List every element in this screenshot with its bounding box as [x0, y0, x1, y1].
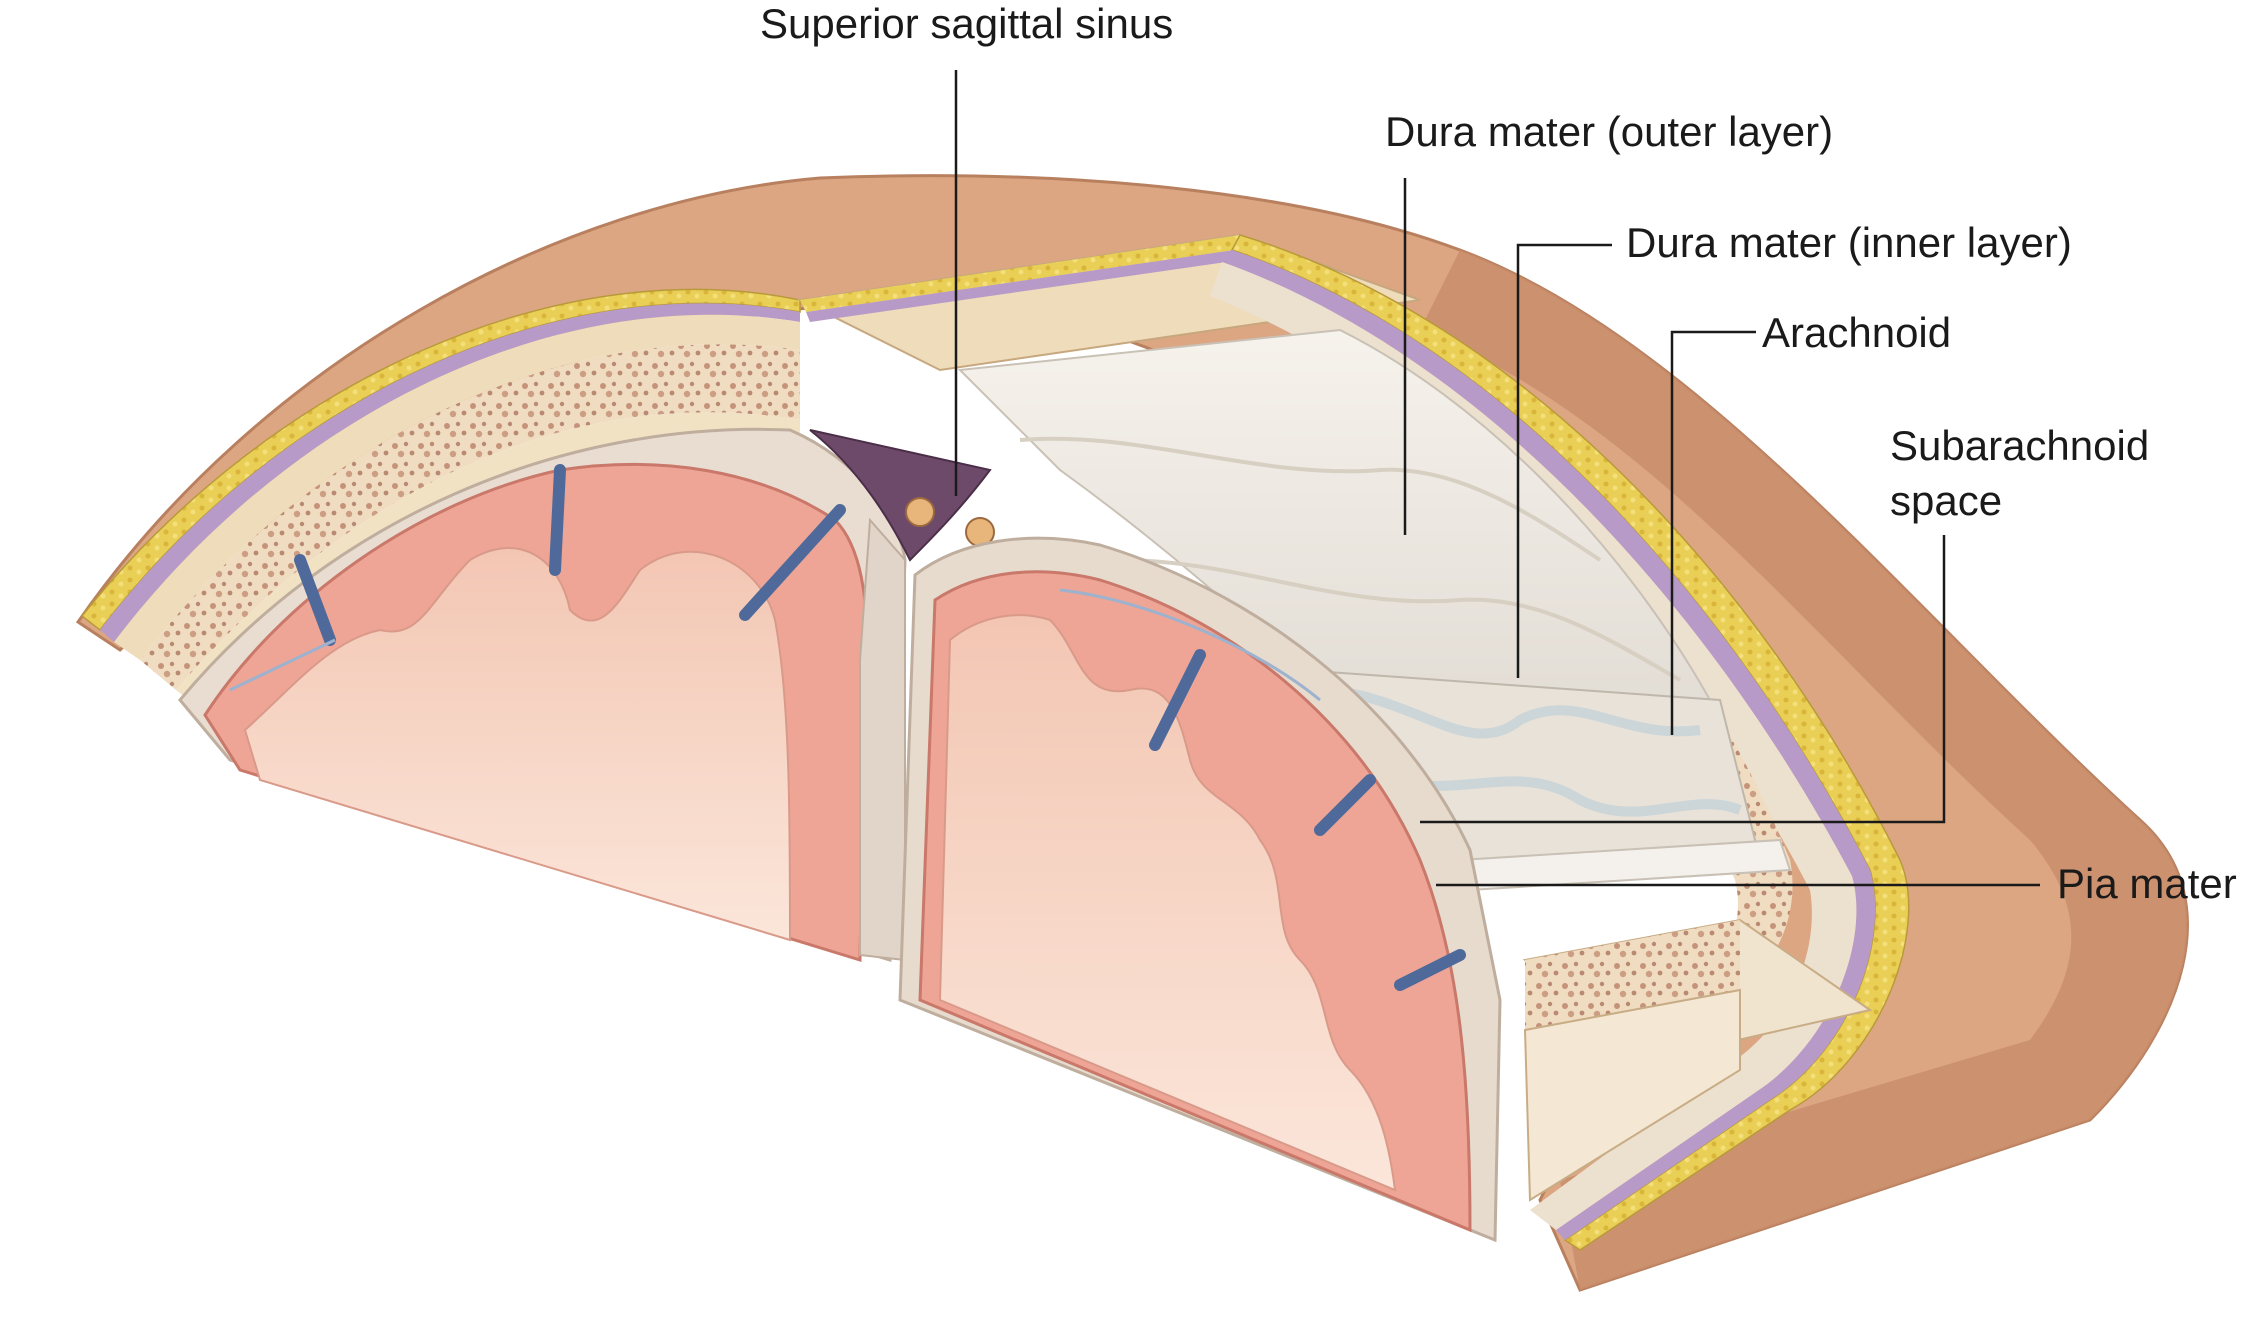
label-arachnoid: Arachnoid — [1762, 309, 1951, 356]
left-hemisphere — [178, 427, 907, 963]
label-subarachnoid-line2: space — [1890, 477, 2002, 524]
labels: Superior sagittal sinus Dura mater (oute… — [760, 0, 2237, 907]
label-pia-mater: Pia mater — [2057, 860, 2237, 907]
label-dura-outer: Dura mater (outer layer) — [1385, 108, 1833, 155]
superior-sagittal-sinus — [809, 429, 995, 562]
label-superior-sagittal-sinus: Superior sagittal sinus — [760, 0, 1173, 47]
skull-layers — [80, 233, 1910, 1251]
leader-dura-inner — [1516, 243, 1612, 678]
leader-lines — [954, 70, 2040, 887]
leader-subarachnoid — [1420, 535, 1946, 824]
label-subarachnoid-line1: Subarachnoid — [1890, 422, 2149, 469]
leader-arachnoid — [1670, 330, 1756, 735]
label-dura-inner: Dura mater (inner layer) — [1626, 219, 2072, 266]
right-hemisphere — [898, 536, 1502, 1243]
